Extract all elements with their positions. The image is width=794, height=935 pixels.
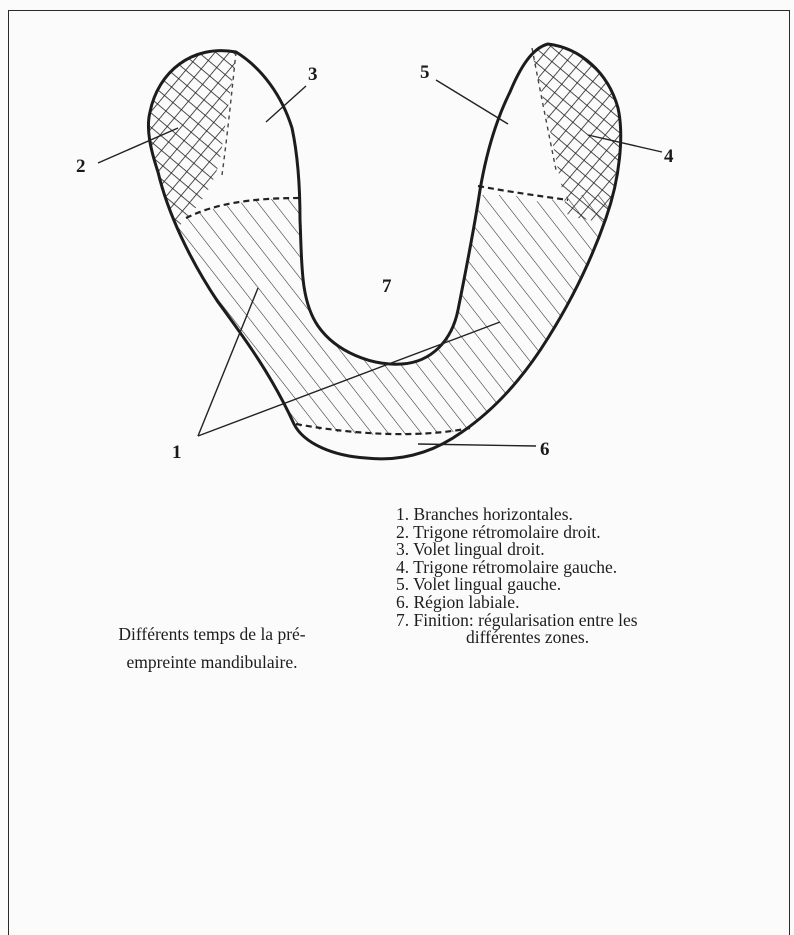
label-5: 5 <box>420 62 430 83</box>
label-4: 4 <box>664 146 674 167</box>
label-1: 1 <box>172 442 182 463</box>
caption-line-1: Différents temps de la pré- <box>62 620 362 648</box>
caption-line-2: empreinte mandibulaire. <box>62 648 362 676</box>
label-3: 3 <box>308 64 318 85</box>
legend-item-7-continuation: différentes zones. <box>396 629 776 647</box>
zone-1-horizontal-branches <box>140 195 630 475</box>
legend: 1. Branches horizontales. 2. Trigone rét… <box>396 506 776 647</box>
legend-item-1: 1. Branches horizontales. <box>396 506 776 524</box>
legend-item-6: 6. Région labiale. <box>396 594 776 612</box>
leader-line-5 <box>436 80 508 124</box>
figure-caption: Différents temps de la pré- empreinte ma… <box>62 620 362 676</box>
label-6: 6 <box>540 439 550 460</box>
label-2: 2 <box>76 156 86 177</box>
label-7: 7 <box>382 276 392 297</box>
